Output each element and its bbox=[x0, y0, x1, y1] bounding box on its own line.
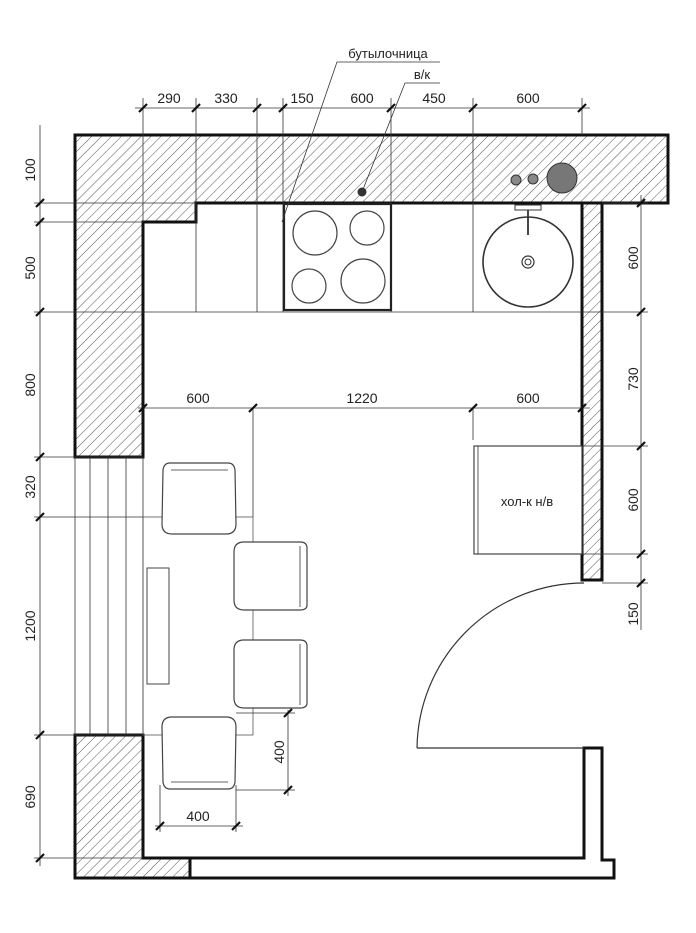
window bbox=[74, 456, 144, 736]
dim-chair-w: 400 bbox=[186, 808, 210, 824]
burner-2 bbox=[349, 210, 385, 246]
top-dimensions: 290 330 150 600 450 600 bbox=[135, 90, 590, 222]
sink bbox=[482, 204, 574, 308]
dim-top-5: 450 bbox=[422, 90, 446, 106]
dim-right-4: 150 bbox=[625, 602, 641, 626]
dim-mid-1: 600 bbox=[186, 390, 210, 406]
dim-left-1: 100 bbox=[22, 158, 38, 182]
chair-top bbox=[161, 462, 237, 535]
boiler-icon bbox=[546, 162, 578, 194]
bottle-rack-label: бутылочница bbox=[348, 46, 428, 61]
burner-1 bbox=[292, 210, 338, 256]
dim-chair-h: 400 bbox=[271, 740, 287, 764]
fridge-label: хол-к н/в bbox=[501, 494, 553, 509]
chair-right-2 bbox=[233, 639, 308, 709]
burner-4 bbox=[340, 258, 386, 304]
dim-mid-3: 600 bbox=[516, 390, 540, 406]
cooktop bbox=[282, 202, 393, 312]
dim-left-3: 800 bbox=[22, 373, 38, 397]
mid-dimensions: 600 1220 600 bbox=[138, 390, 590, 517]
chair-bottom bbox=[161, 716, 237, 790]
dim-top-1: 290 bbox=[157, 90, 181, 106]
chair-right-1 bbox=[233, 541, 308, 611]
dim-top-6: 600 bbox=[516, 90, 540, 106]
dim-top-2: 330 bbox=[214, 90, 238, 106]
leaders: бутылочница в/к bbox=[281, 46, 440, 223]
chair-dimensions: 400 400 bbox=[155, 708, 295, 832]
dim-mid-2: 1220 bbox=[346, 390, 377, 406]
dim-left-5: 1200 bbox=[22, 610, 38, 641]
burner-3 bbox=[291, 268, 327, 304]
right-dimensions: 600 730 600 150 bbox=[582, 195, 648, 630]
left-dimensions: 100 500 800 320 1200 690 bbox=[22, 125, 196, 866]
dim-top-3: 150 bbox=[290, 90, 314, 106]
chairs bbox=[161, 462, 308, 790]
dim-right-3: 600 bbox=[625, 488, 641, 512]
dim-right-1: 600 bbox=[625, 246, 641, 270]
bench bbox=[146, 567, 170, 685]
bottom-right-wall bbox=[188, 746, 616, 880]
dim-left-4: 320 bbox=[22, 475, 38, 499]
dim-left-6: 690 bbox=[22, 785, 38, 809]
door bbox=[416, 582, 585, 749]
right-wall-upper bbox=[580, 201, 604, 582]
wall-outlet-2 bbox=[527, 173, 539, 185]
dim-right-2: 730 bbox=[625, 367, 641, 391]
fridge bbox=[473, 445, 583, 555]
water-heater-label: в/к bbox=[414, 67, 431, 82]
dim-top-4: 600 bbox=[350, 90, 374, 106]
wall-outlet-1 bbox=[510, 174, 522, 186]
dim-left-2: 500 bbox=[22, 256, 38, 280]
